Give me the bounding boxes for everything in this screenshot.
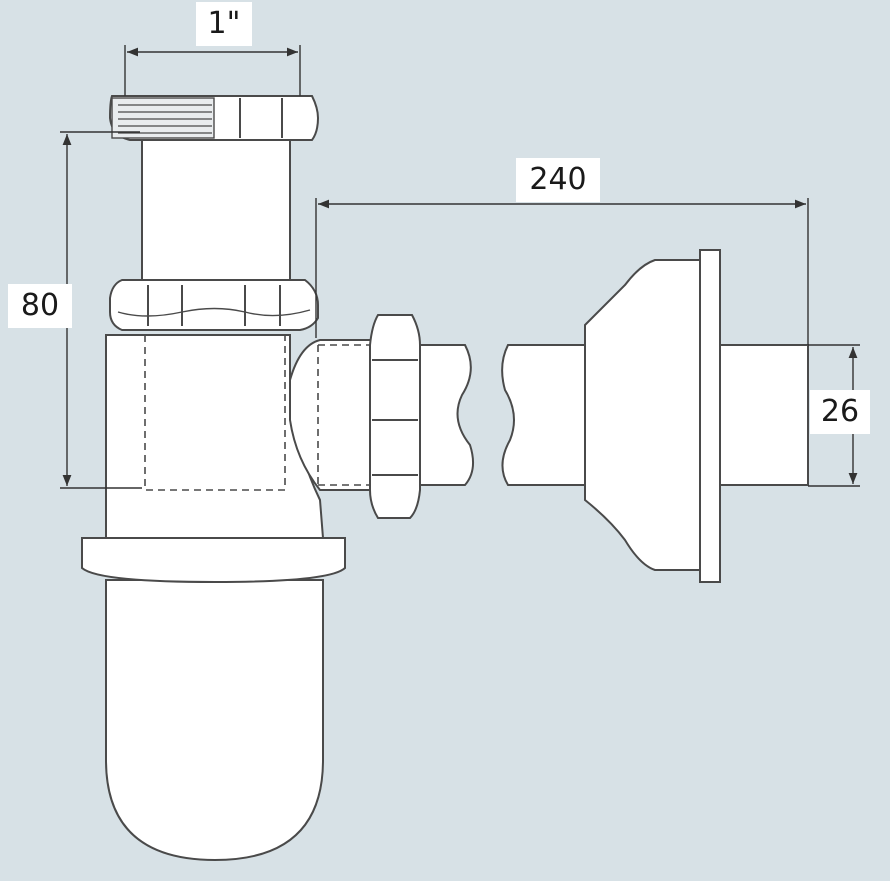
outlet-pipe-left [419, 344, 475, 486]
outlet-union-nut [369, 314, 421, 519]
dim-label-pipe-diameter: 26 [810, 390, 870, 434]
wall-flange [584, 249, 809, 583]
tail-pipe [141, 137, 291, 281]
hidden-outlet-bore [317, 344, 372, 486]
dim-label-outlet-length: 240 [516, 158, 600, 202]
wall-pipe-stub [719, 344, 809, 486]
dim-label-height: 80 [8, 284, 72, 328]
trap-collar [81, 537, 346, 584]
dim-label-thread-size: 1" [196, 2, 252, 46]
trap-main-body [105, 334, 325, 539]
outlet-pipe-right [501, 344, 591, 486]
hidden-inner-tube [144, 335, 286, 491]
trap-bowl [105, 579, 324, 862]
trap-body [81, 95, 373, 862]
outlet-elbow [289, 339, 373, 491]
lower-hex-nut [109, 279, 319, 331]
